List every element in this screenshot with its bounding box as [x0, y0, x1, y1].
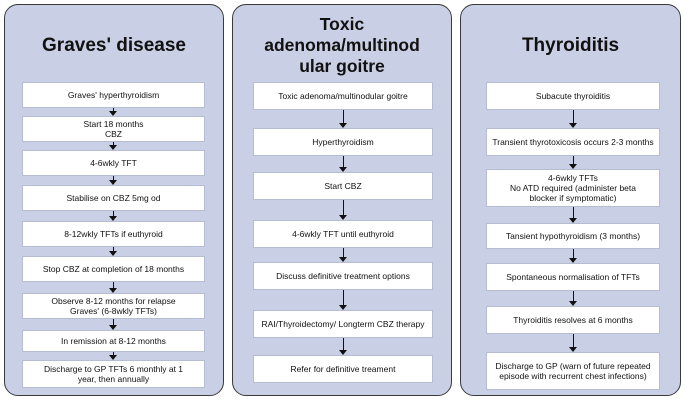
down-arrow-icon — [108, 282, 118, 293]
down-arrow-icon — [568, 156, 578, 169]
flow-step: 4-6wkly TFTs No ATD required (administer… — [486, 169, 660, 207]
flow-step: Observe 8-12 months for relapse Graves' … — [22, 293, 205, 319]
down-arrow-icon — [338, 156, 348, 172]
down-arrow-icon — [108, 108, 118, 116]
flow-step: Transient thyrotoxicosis occurs 2-3 mont… — [486, 128, 660, 156]
down-arrow-icon — [338, 200, 348, 220]
flow-step: Start CBZ — [253, 172, 433, 200]
flow-step: Discharge to GP (warn of future repeated… — [486, 352, 660, 390]
down-arrow-icon — [568, 249, 578, 263]
down-arrow-icon — [338, 290, 348, 310]
down-arrow-icon — [108, 211, 118, 221]
down-arrow-icon — [338, 248, 348, 262]
down-arrow-icon — [108, 142, 118, 150]
flow-step: Hyperthyroidism — [253, 128, 433, 156]
down-arrow-icon — [108, 352, 118, 360]
panel-title-thyroiditis: Thyroiditis — [521, 35, 620, 56]
flow-step: Tansient hypothyroidism (3 months) — [486, 223, 660, 249]
flow-step: Graves' hyperthyroidism — [22, 82, 205, 108]
down-arrow-icon — [568, 291, 578, 306]
flow-step: In remission at 8-12 months — [22, 330, 205, 352]
flow-step: Stop CBZ at completion of 18 months — [22, 256, 205, 282]
down-arrow-icon — [108, 247, 118, 256]
down-arrow-icon — [338, 338, 348, 355]
down-arrow-icon — [568, 110, 578, 128]
flow-step: Stabilise on CBZ 5mg od — [22, 185, 205, 211]
flow-step: Spontaneous normalisation of TFTs — [486, 263, 660, 291]
down-arrow-icon — [108, 176, 118, 185]
flow-step: Discuss definitive treatment options — [253, 262, 433, 290]
flow-step: 4-6wkly TFT — [22, 150, 205, 176]
flow-step: Toxic adenoma/multinodular goitre — [253, 82, 433, 110]
flow-step: Thyroiditis resolves at 6 months — [486, 306, 660, 334]
flow-step: Refer for definitive treament — [253, 355, 433, 383]
down-arrow-icon — [568, 207, 578, 223]
down-arrow-icon — [108, 319, 118, 330]
down-arrow-icon — [568, 334, 578, 352]
panel-title-graves: Graves' disease — [42, 35, 186, 56]
flow-step: 8-12wkly TFTs if euthyroid — [22, 221, 205, 247]
flow-step: RAI/Thyroidectomy/ Longterm CBZ therapy — [253, 310, 433, 338]
down-arrow-icon — [338, 110, 348, 128]
flow-step: 4-6wkly TFT until euthyroid — [253, 220, 433, 248]
panel-title-toxic-adenoma: Toxic adenoma/multinod ular goitre — [264, 14, 420, 76]
flow-step: Discharge to GP TFTs 6 monthly at 1 year… — [22, 360, 205, 388]
flow-step: Subacute thyroiditis — [486, 82, 660, 110]
flow-step: Start 18 months CBZ — [22, 116, 205, 142]
